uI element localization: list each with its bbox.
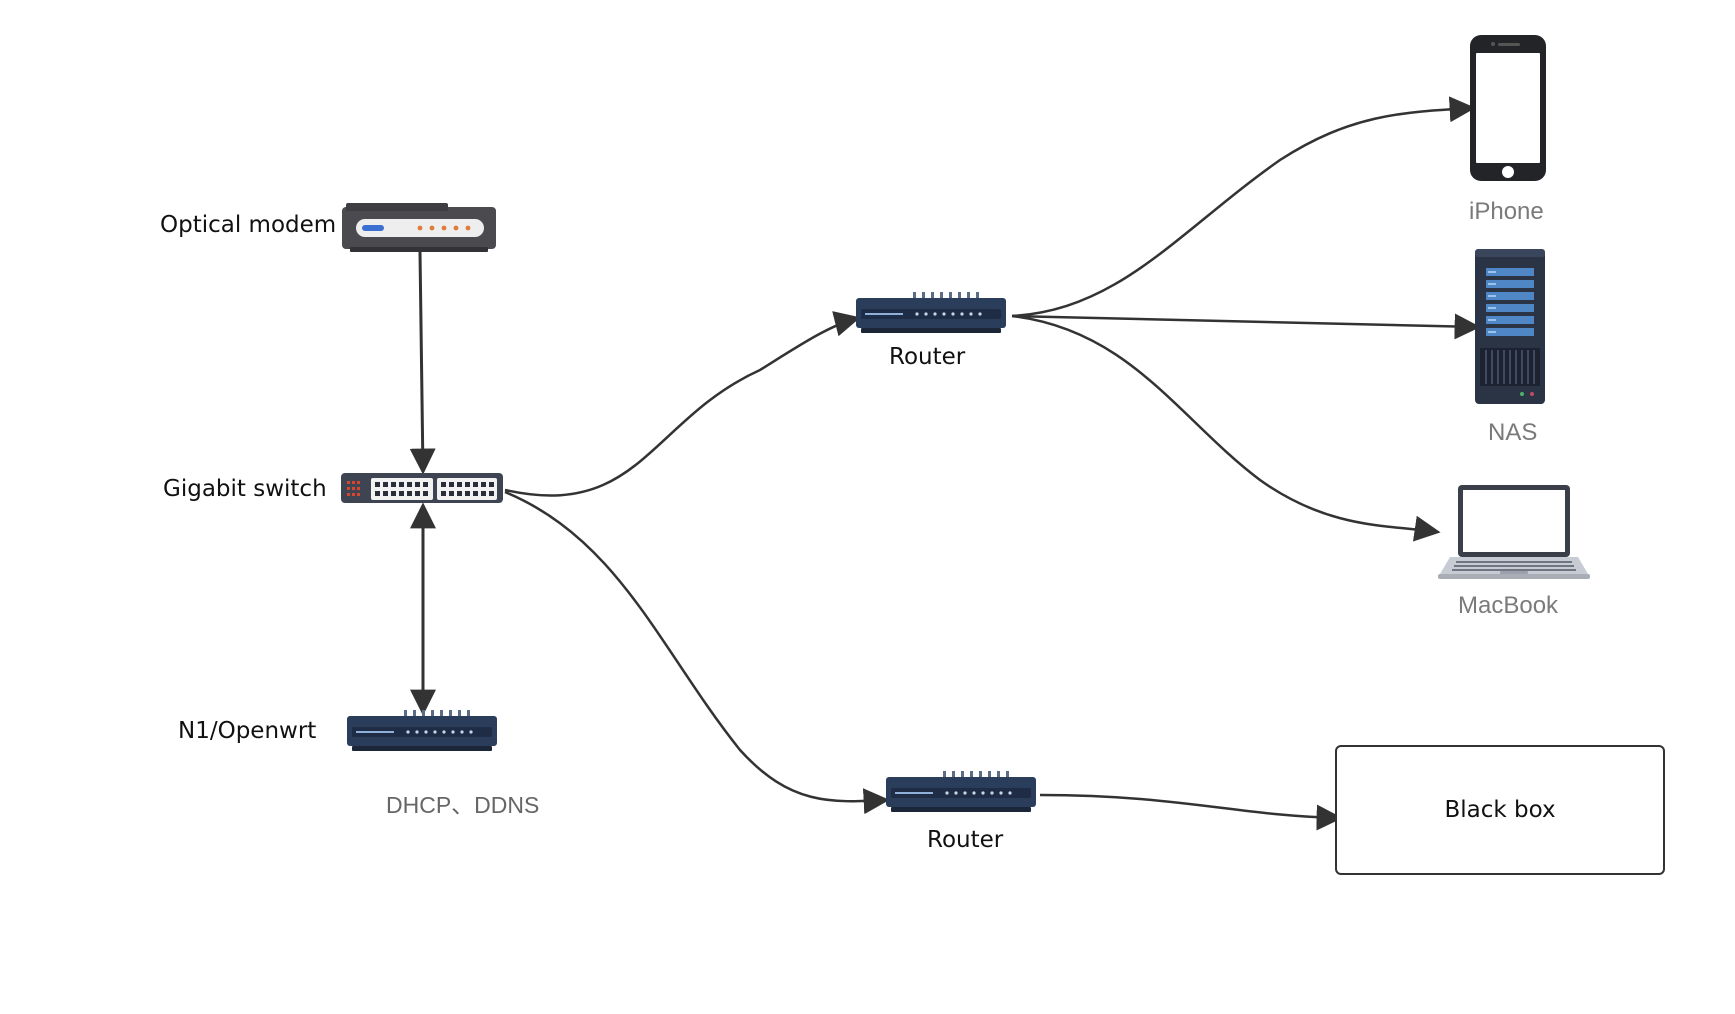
smartphone-icon (1470, 35, 1546, 181)
n1-openwrt-note: DHCP、DDNS (386, 792, 540, 818)
nas-label: NAS (1488, 419, 1538, 446)
edge-router-to-macbook (1011, 314, 1441, 542)
router-icon (347, 710, 497, 751)
gigabit-switch-label: Gigabit switch (163, 476, 327, 502)
optical-modem-label: Optical modem (160, 212, 337, 238)
edge-modem-to-switch (409, 251, 436, 475)
edge-router-to-iphone (1011, 96, 1476, 318)
edge-switch-to-router-top (504, 311, 861, 497)
iphone-label: iPhone (1469, 198, 1544, 225)
laptop-icon (1438, 485, 1590, 579)
edge-switch-to-router-bottom (504, 490, 890, 815)
black-box-label: Black box (1444, 797, 1556, 823)
router-top-label: Router (889, 344, 966, 370)
network-switch-icon (341, 473, 503, 503)
black-box-node: Black box (1335, 745, 1665, 875)
router-icon (856, 292, 1006, 333)
server-icon (1475, 249, 1545, 404)
router-bottom-label: Router (927, 827, 1004, 853)
edge-router-to-nas (1011, 313, 1481, 340)
edge-router-to-blackbox (1039, 793, 1343, 831)
router-icon (886, 771, 1036, 812)
n1-openwrt-label: N1/Openwrt (178, 718, 317, 744)
macbook-label: MacBook (1458, 592, 1559, 619)
optical-modem-icon (342, 203, 496, 252)
